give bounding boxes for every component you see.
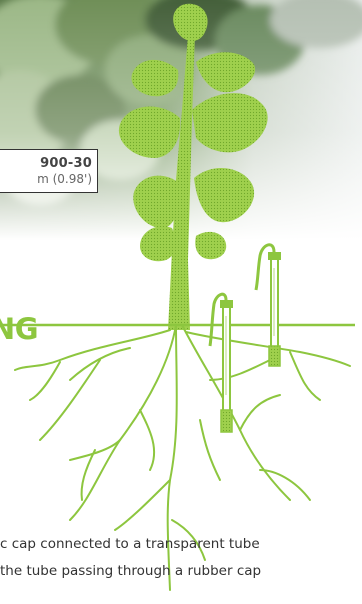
tensiometer-probe-icon [210,294,233,432]
section-heading-text: NG [0,310,38,348]
length-value: m (0.98') [0,171,92,187]
plant-icon [119,4,268,330]
model-number: 900-30 [0,156,92,171]
description-line-2: the tube passing through a rubber cap [0,562,362,580]
description-line-1: c cap connected to a transparent tube [0,535,362,553]
section-heading: NG [0,310,38,350]
spec-label-box: 900-30 m (0.98') [0,149,98,193]
tensiometer-probe-icon [256,245,281,366]
